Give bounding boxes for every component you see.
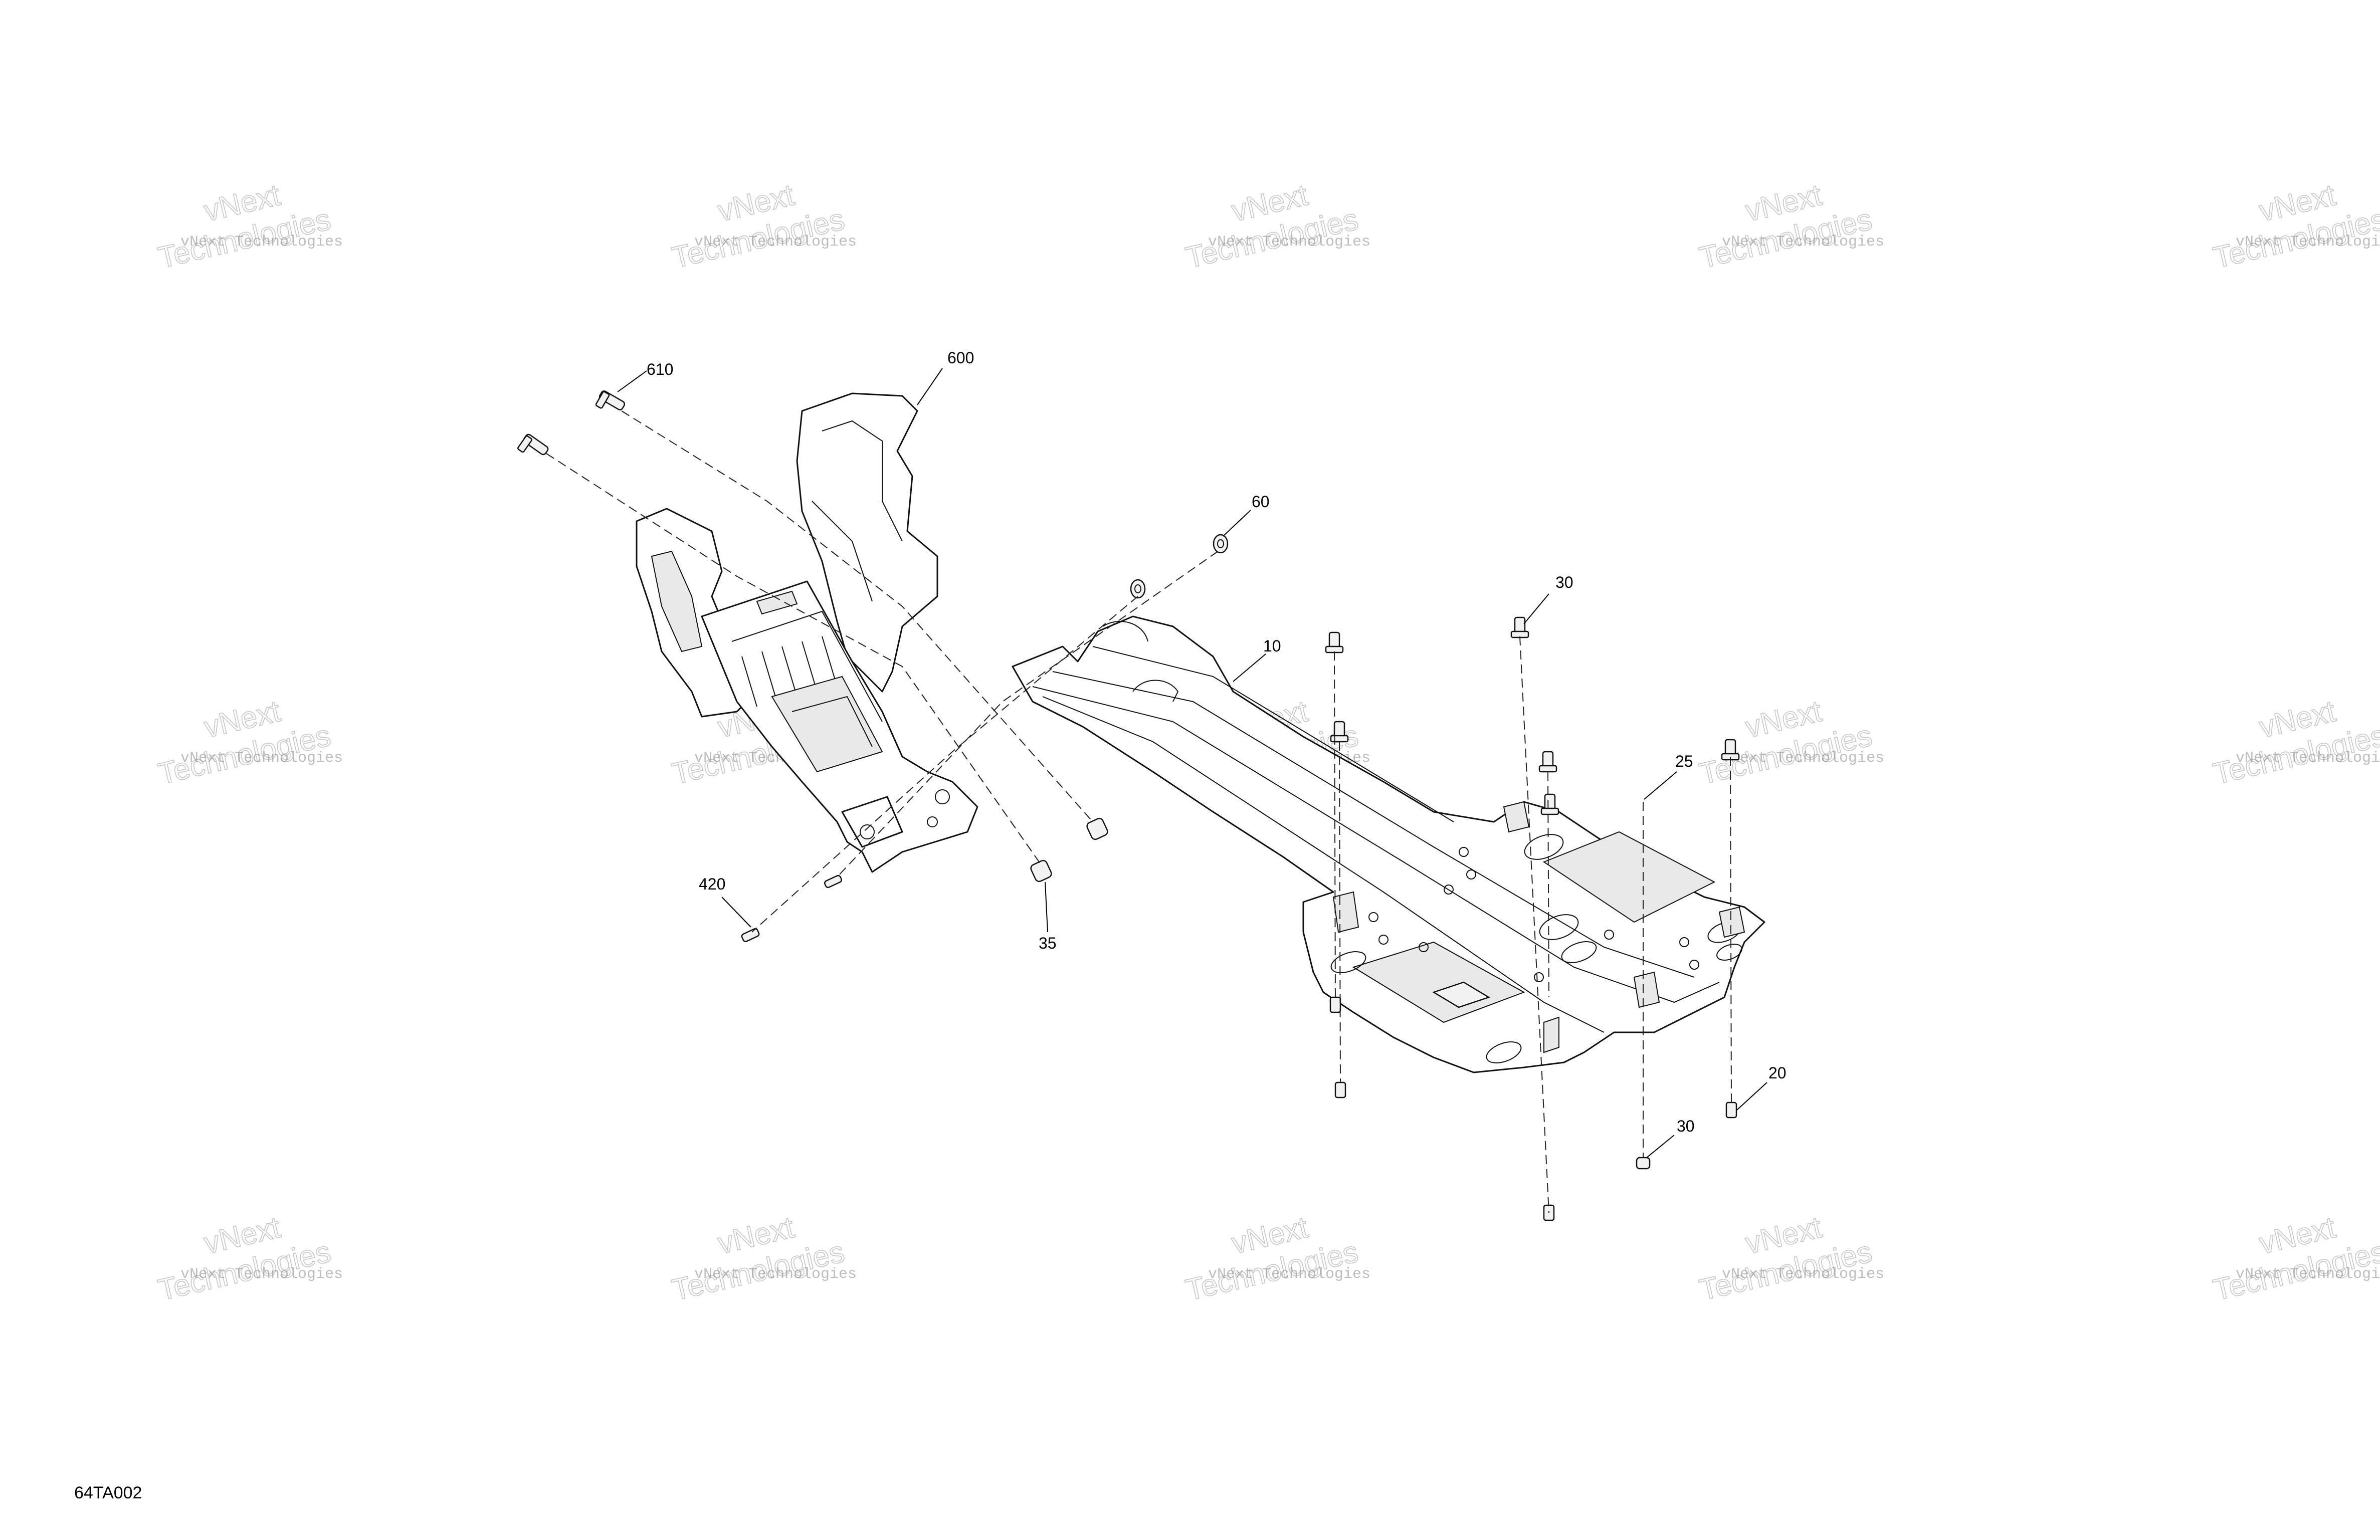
nut-60-upper: [1213, 534, 1229, 554]
callout-30-top: 30: [1555, 573, 1573, 591]
grommet-35-lower: [1030, 859, 1052, 883]
bolt-bottom-4: [1636, 1157, 1651, 1170]
bolt-bottom-1: [1329, 996, 1341, 1013]
callout-610: 610: [647, 360, 673, 378]
watermark-small: vNext Technologies: [2236, 750, 2380, 767]
watermark-small: vNext Technologies: [1722, 234, 1884, 251]
bolt-610-upper: [595, 390, 626, 410]
watermark-small: vNext Technologies: [180, 234, 343, 251]
bolt-top-1: [1325, 631, 1344, 653]
callouts: 610 600 60 30 10 25 420 35 20 30: [647, 349, 1787, 1135]
callout-10: 10: [1263, 637, 1281, 655]
watermark-small: vNext Technologies: [2236, 1266, 2380, 1283]
callout-420: 420: [699, 875, 725, 893]
diagram-code: 64TA002: [74, 1483, 142, 1502]
watermark-small: vNext Technologies: [1208, 234, 1370, 251]
callout-30-bottom: 30: [1677, 1117, 1695, 1135]
watermark-small: vNext Technologies: [1208, 1266, 1370, 1283]
bolt-bottom-2: [1334, 1081, 1346, 1098]
callout-600: 600: [947, 349, 974, 367]
fasteners: [517, 390, 1740, 1221]
bolt-top-6: [1721, 739, 1740, 761]
watermark-small: vNext Technologies: [1722, 1266, 1884, 1283]
nut-60-lower: [1130, 579, 1146, 599]
watermark-small: vNext Technologies: [694, 1266, 857, 1283]
callout-25: 25: [1675, 752, 1693, 770]
bolt-bottom-5: [1725, 1102, 1737, 1119]
watermark-small: vNext Technologies: [2236, 234, 2380, 251]
bolt-top-3: [1510, 616, 1529, 638]
part-10-skid-plate: [1012, 615, 1765, 1073]
leaders: [617, 368, 1767, 1158]
screw-420-upper: [824, 874, 842, 889]
callout-20: 20: [1768, 1064, 1787, 1082]
assembly-lines: [546, 410, 1732, 1213]
bolt-top-5: [1540, 793, 1559, 815]
watermark-small: vNext Technologies: [694, 234, 857, 251]
watermark-small: vNext Technologies: [180, 750, 343, 767]
callout-35: 35: [1039, 934, 1057, 952]
watermark-small: vNext Technologies: [180, 1266, 343, 1283]
bolt-610-lower: [517, 433, 549, 456]
bolt-top-4: [1538, 751, 1557, 773]
callout-60: 60: [1252, 493, 1270, 511]
part-600-bracket: [636, 392, 978, 873]
grommet-35-upper: [1086, 817, 1108, 840]
screw-420-lower: [741, 928, 760, 943]
watermark-small: vNext Technologies: [1722, 750, 1884, 767]
